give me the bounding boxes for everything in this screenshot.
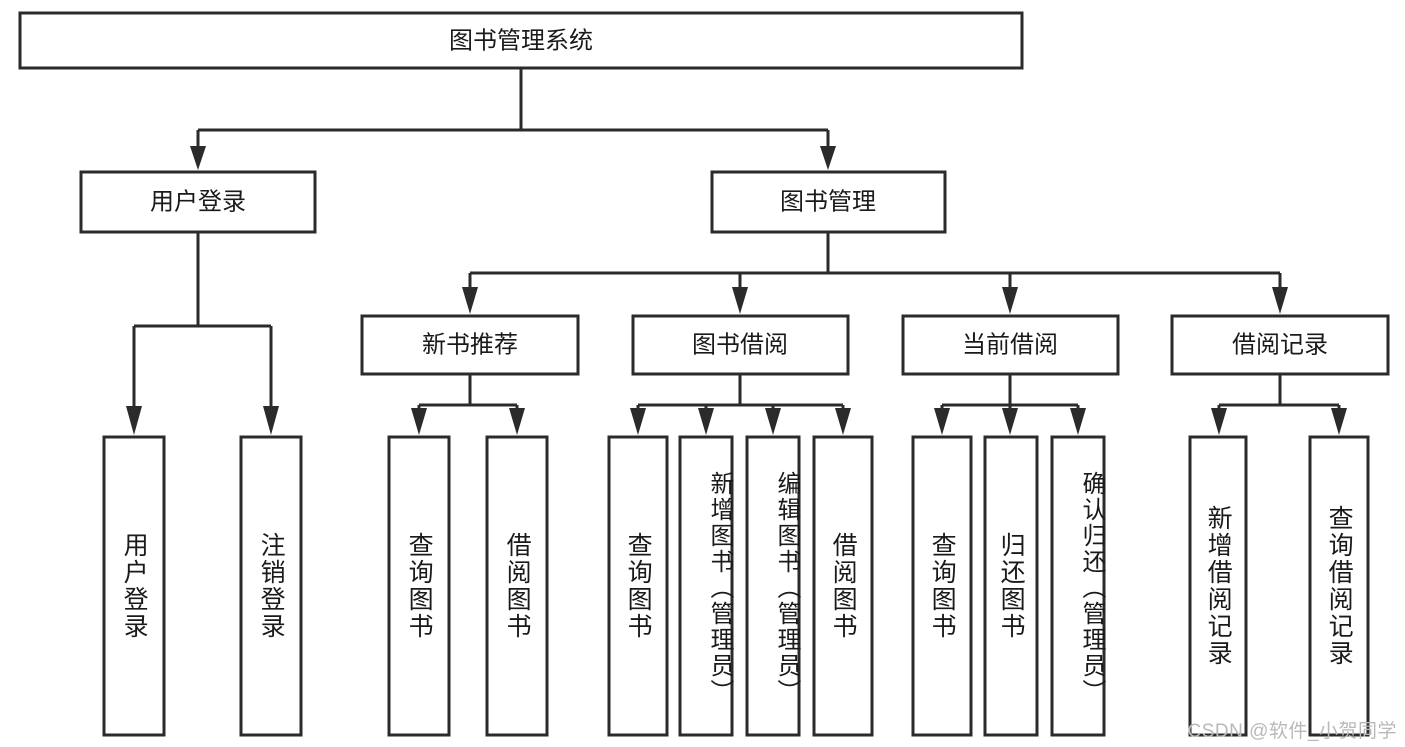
arrow-head-br-query <box>1331 408 1347 435</box>
arrow-head-bb-query <box>630 408 646 435</box>
leaf-box-borrow-book-2[interactable] <box>812 435 874 737</box>
node-label-new-book-recommend: 新书推荐 <box>422 331 518 358</box>
node-box-new-book-recommend[interactable] <box>360 314 580 376</box>
arrow-head-bb-edit <box>765 408 781 435</box>
connector-lines <box>126 68 1347 435</box>
arrow-head-leaf-user-login <box>126 406 142 435</box>
leaf-box-edit-book-admin[interactable] <box>745 435 801 737</box>
node-boxes: 图书管理系统 用户登录 图书管理 新书推荐 图书借阅 当前借阅 借阅记录 <box>18 11 1390 737</box>
arrow-head-cb-confirm <box>1070 408 1086 435</box>
leaf-box-return-book[interactable] <box>983 435 1039 737</box>
node-label-borrow-record: 借阅记录 <box>1232 331 1328 358</box>
arrow-head-to-book-management <box>820 146 836 170</box>
arrow-head-current-borrow <box>1002 287 1018 314</box>
leaf-box-query-book-2[interactable] <box>607 435 669 737</box>
leaf-box-user-login[interactable] <box>102 435 166 737</box>
arrow-head-cb-query <box>934 408 950 435</box>
node-box-borrow-record[interactable] <box>1170 314 1390 376</box>
node-box-book-borrow[interactable] <box>631 314 850 376</box>
node-box-book-management[interactable] <box>710 170 947 234</box>
leaf-box-add-book-admin[interactable] <box>678 435 734 737</box>
arrow-head-bb-add <box>698 408 714 435</box>
arrow-head-leaf-logout <box>263 406 279 435</box>
node-box-root[interactable] <box>18 11 1024 70</box>
arrow-head-newbook-borrow <box>509 408 525 435</box>
node-box-user-login[interactable] <box>79 170 317 234</box>
arrow-head-new-book-rec <box>462 287 478 314</box>
node-label-book-management: 图书管理 <box>780 188 876 215</box>
node-box-current-borrow[interactable] <box>901 314 1120 376</box>
leaf-box-confirm-return-admin[interactable] <box>1050 435 1106 737</box>
leaf-box-query-book-1[interactable] <box>387 435 451 737</box>
arrow-head-borrow-record <box>1272 287 1288 314</box>
arrow-head-to-user-login <box>190 146 206 170</box>
arrow-head-bb-borrow <box>835 408 851 435</box>
arrow-head-br-add <box>1211 408 1227 435</box>
arrow-head-book-borrow <box>732 287 748 314</box>
node-label-root: 图书管理系统 <box>449 27 593 54</box>
node-label-current-borrow: 当前借阅 <box>962 331 1058 358</box>
arrow-head-newbook-query <box>411 408 427 435</box>
leaf-box-add-borrow-record[interactable] <box>1188 435 1248 737</box>
node-label-user-login: 用户登录 <box>150 188 246 215</box>
leaf-box-logout[interactable] <box>239 435 303 737</box>
leaf-box-query-borrow-record[interactable] <box>1308 435 1370 737</box>
node-label-book-borrow: 图书借阅 <box>692 331 788 358</box>
leaf-box-borrow-book-1[interactable] <box>485 435 549 737</box>
leaf-box-query-book-3[interactable] <box>911 435 973 737</box>
arrow-head-cb-return <box>1002 408 1018 435</box>
csdn-watermark: CSDN @软件_小贺同学 <box>1187 721 1397 742</box>
